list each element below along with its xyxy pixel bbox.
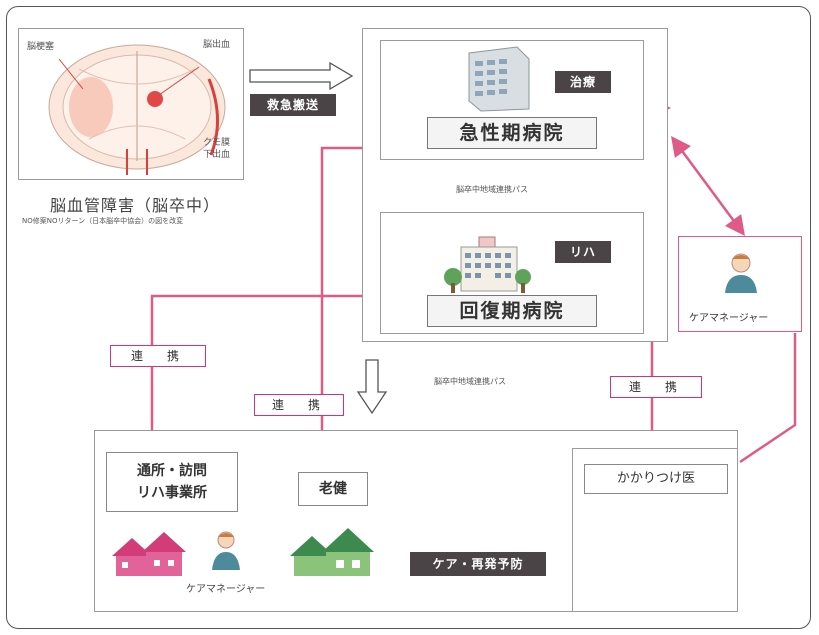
label-hemorrhage: 脳出血: [203, 40, 231, 50]
link-dayservice-rehab: [150, 286, 385, 450]
label-infarct: 脳梗塞: [27, 42, 55, 52]
building-icon: [468, 46, 530, 112]
rehab-hospital-panel: リハ 回復期病院: [380, 212, 644, 334]
acute-badge: 治療: [555, 71, 611, 93]
care-manager-right-label: ケアマネージャー: [689, 313, 769, 324]
renkei-label-3: 連 携: [610, 376, 702, 398]
care-manager-bottom-label: ケアマネージャー: [186, 584, 266, 595]
link-roken-acute: [320, 138, 385, 470]
acute-hospital-panel: 治療 急性期病院: [380, 40, 644, 160]
stroke-source-note: NO修案NOリターン（日本脳卒中協会）の図を改変: [22, 217, 184, 225]
brain-panel: 脳梗塞 脳出血 クモ膜 下出血: [18, 28, 244, 180]
emergency-arrow: [249, 61, 354, 91]
roken-box: 老健: [298, 472, 368, 506]
renkei-label-2: 連 携: [254, 394, 344, 416]
path-label-mid: 脳卒中地域連携パス: [434, 377, 506, 386]
label-subarachnoid: クモ膜 下出血: [203, 138, 231, 160]
brain-illustration: [48, 44, 226, 175]
community-down-arrow: [356, 359, 388, 415]
link-acute-caremanager: [671, 135, 745, 237]
link-caremanager-clinic: [739, 333, 797, 464]
care-manager-icon: [725, 253, 757, 293]
care-manager-panel: ケアマネージャー: [678, 236, 802, 332]
rehab-badge: リハ: [555, 241, 611, 263]
path-label-top: 脳卒中地域連携パス: [456, 185, 528, 194]
kakaritsuke-box: かかりつけ医: [584, 464, 728, 494]
acute-hospital-name: 急性期病院: [427, 117, 597, 149]
day-service-line2: リハ事業所: [137, 485, 207, 501]
care-prevention-label: ケア・再発予防: [410, 552, 546, 576]
day-service-box: 通所・訪問 リハ事業所: [106, 452, 238, 512]
hospital-building-icon: [444, 236, 531, 293]
emergency-label: 救急搬送: [250, 94, 336, 116]
rehab-hospital-name: 回復期病院: [427, 295, 597, 327]
day-service-line1: 通所・訪問: [137, 463, 207, 479]
renkei-label-1: 連 携: [110, 345, 206, 367]
stroke-title: 脳血管障害（脳卒中）: [50, 196, 221, 215]
